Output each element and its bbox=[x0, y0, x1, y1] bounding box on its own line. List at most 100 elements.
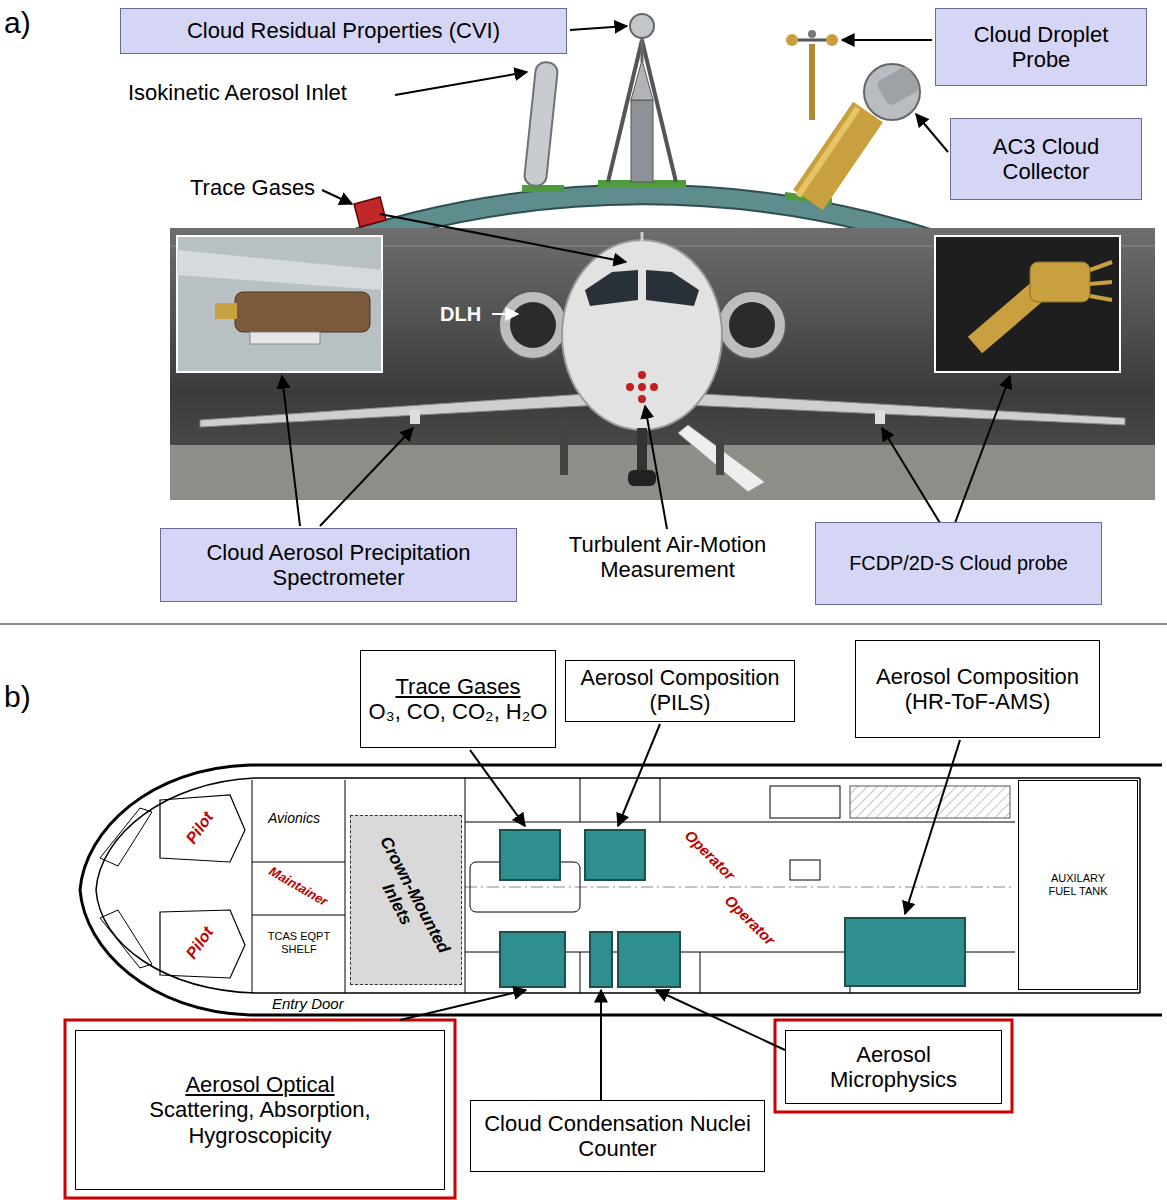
seat-label: Operator bbox=[722, 892, 779, 949]
cabin-outline-part bbox=[465, 887, 1015, 888]
divider-line bbox=[0, 624, 1167, 625]
isokinetic-inlet-part bbox=[524, 61, 559, 187]
probe-inset-photo-part bbox=[1030, 262, 1090, 302]
box-text-group: Trace GasesO₃, CO, CO₂, H₂O bbox=[366, 674, 550, 725]
aircraft-photo-part bbox=[718, 291, 786, 359]
box-text-group: Cloud Residual Properties (CVI) bbox=[126, 18, 561, 43]
droplet-probe-part bbox=[809, 44, 815, 120]
leader-arrow-white-part bbox=[492, 313, 518, 315]
probe-inset-photo-part bbox=[215, 303, 237, 319]
box-text-group: Aerosol Composition (PILS) bbox=[571, 666, 789, 716]
seat-label: Pilot bbox=[183, 924, 218, 963]
leader-arrow-part bbox=[320, 428, 413, 526]
cvi-inlet-part bbox=[641, 38, 644, 62]
cabin-outline-part bbox=[345, 780, 346, 993]
aircraft-photo-part bbox=[729, 302, 775, 348]
highlight-frame-part bbox=[65, 1020, 455, 1198]
cabin-outline-part bbox=[770, 786, 840, 818]
box-heading: Aerosol Composition (HR-ToF-AMS) bbox=[862, 664, 1093, 715]
mount-pad-part bbox=[522, 185, 564, 192]
cabin-outline-part bbox=[465, 822, 1015, 823]
instrument-box: Cloud Droplet Probe bbox=[935, 8, 1147, 86]
seat-label: Pilot bbox=[183, 809, 218, 848]
cabin-outline-part bbox=[660, 778, 661, 822]
part-label: Trace Gases bbox=[190, 175, 315, 200]
cvi-inlet bbox=[608, 14, 676, 182]
cabin-outline-part bbox=[580, 778, 581, 822]
ac3-collector-part bbox=[875, 65, 920, 107]
box-text-group: FCDP/2D-S Cloud probe bbox=[844, 552, 1073, 575]
box-heading: Cloud Aerosol Precipitation Spectrometer bbox=[169, 540, 508, 591]
cabin-outline-part bbox=[96, 778, 1140, 993]
bay-label: Avionics bbox=[268, 810, 320, 826]
cvi-inlet-part bbox=[631, 100, 653, 182]
divider-line-part bbox=[0, 623, 1167, 625]
box-heading: Aerosol Microphysics bbox=[792, 1042, 995, 1093]
box-heading: Trace Gases bbox=[366, 674, 550, 699]
leader-arrow-part bbox=[395, 72, 527, 95]
box-heading: AUXILARY FUEL TANK bbox=[1041, 872, 1115, 897]
box-heading: FCDP/2D-S Cloud probe bbox=[844, 552, 1073, 575]
door-label: Entry Door bbox=[272, 996, 344, 1011]
droplet-probe bbox=[786, 30, 838, 120]
ac3-collector-part bbox=[864, 64, 920, 120]
aircraft-photo-part bbox=[638, 371, 646, 379]
highlight-frame-part bbox=[775, 1020, 1012, 1112]
aircraft-photo-part bbox=[510, 302, 556, 348]
box-text-group: AUXILARY FUEL TANK bbox=[1041, 872, 1115, 897]
instrument-callout-box: Aerosol Composition (HR-ToF-AMS) bbox=[855, 640, 1100, 738]
leader-arrow-part bbox=[645, 406, 667, 529]
isokinetic-inlet bbox=[524, 61, 559, 187]
probe-inset-photo-part bbox=[250, 332, 320, 344]
cabin-outline-part bbox=[160, 795, 245, 862]
aircraft-photo-part bbox=[650, 383, 658, 391]
cabin-outline-part bbox=[580, 952, 581, 993]
cabin-outline-part bbox=[100, 910, 152, 968]
box-text-group: Cloud Aerosol Precipitation Spectrometer bbox=[169, 540, 508, 591]
cabin-outline-part bbox=[252, 862, 345, 863]
aircraft-photo-part bbox=[170, 445, 1155, 500]
cabin-outline-part bbox=[252, 915, 345, 916]
leader-arrow-part bbox=[656, 990, 785, 1050]
cabin-outline-part bbox=[700, 952, 701, 993]
box-heading: AC3 Cloud Collector bbox=[961, 134, 1131, 185]
leader-arrow-part bbox=[400, 990, 526, 1020]
leader-arrow-part bbox=[842, 39, 932, 41]
aircraft-photo-part bbox=[170, 228, 1155, 500]
droplet-probe-part bbox=[826, 34, 838, 46]
cabin-outline-part bbox=[1139, 778, 1141, 993]
probe-inset-photo-part bbox=[235, 292, 370, 332]
box-heading: Cloud Droplet Probe bbox=[946, 22, 1136, 73]
part-label: Isokinetic Aerosol Inlet bbox=[128, 80, 347, 105]
trace-gas-inlet bbox=[354, 197, 386, 227]
instrument-box: FCDP/2D-S Cloud probe bbox=[815, 522, 1102, 605]
box-body: O₃, CO, CO₂, H₂O bbox=[366, 699, 550, 724]
instrument-box: AC3 Cloud Collector bbox=[950, 118, 1142, 200]
inlet-region-box: Crown-Mounted Inlets bbox=[350, 815, 462, 985]
box-heading: Cloud Condensation Nuclei Counter bbox=[477, 1111, 758, 1162]
panel-letter: b) bbox=[4, 680, 31, 715]
leader-arrow-part bbox=[905, 740, 960, 914]
leader-arrow-part bbox=[322, 190, 352, 204]
leader-arrow-white bbox=[492, 313, 518, 315]
cabin-outline bbox=[80, 765, 1162, 1015]
aircraft-photo-part bbox=[875, 410, 885, 424]
bay-label: TCAS EQPT SHELF bbox=[258, 930, 340, 955]
part-label: DLH bbox=[440, 303, 481, 326]
box-text-group: AC3 Cloud Collector bbox=[961, 134, 1131, 185]
aircraft-photo-part bbox=[562, 240, 722, 430]
leader-arrow-part bbox=[282, 376, 300, 526]
cabin-outline-part bbox=[790, 860, 820, 880]
probe-inset-photo-part bbox=[1090, 282, 1112, 284]
droplet-probe-part bbox=[794, 39, 830, 42]
instrument-rack-part bbox=[500, 830, 560, 880]
instrument-callout-box: Aerosol Microphysics bbox=[785, 1030, 1002, 1104]
aircraft-photo-part bbox=[499, 291, 567, 359]
box-heading: Cloud Residual Properties (CVI) bbox=[126, 18, 561, 43]
fuel-tank-box: AUXILARY FUEL TANK bbox=[1018, 780, 1138, 990]
leader-arrow-part bbox=[916, 114, 948, 152]
probe-inset-photo-part bbox=[1090, 262, 1112, 270]
leader-arrow-part bbox=[955, 376, 1010, 523]
box-heading: Aerosol Optical bbox=[84, 1072, 436, 1097]
aircraft-photo-part bbox=[585, 270, 638, 306]
